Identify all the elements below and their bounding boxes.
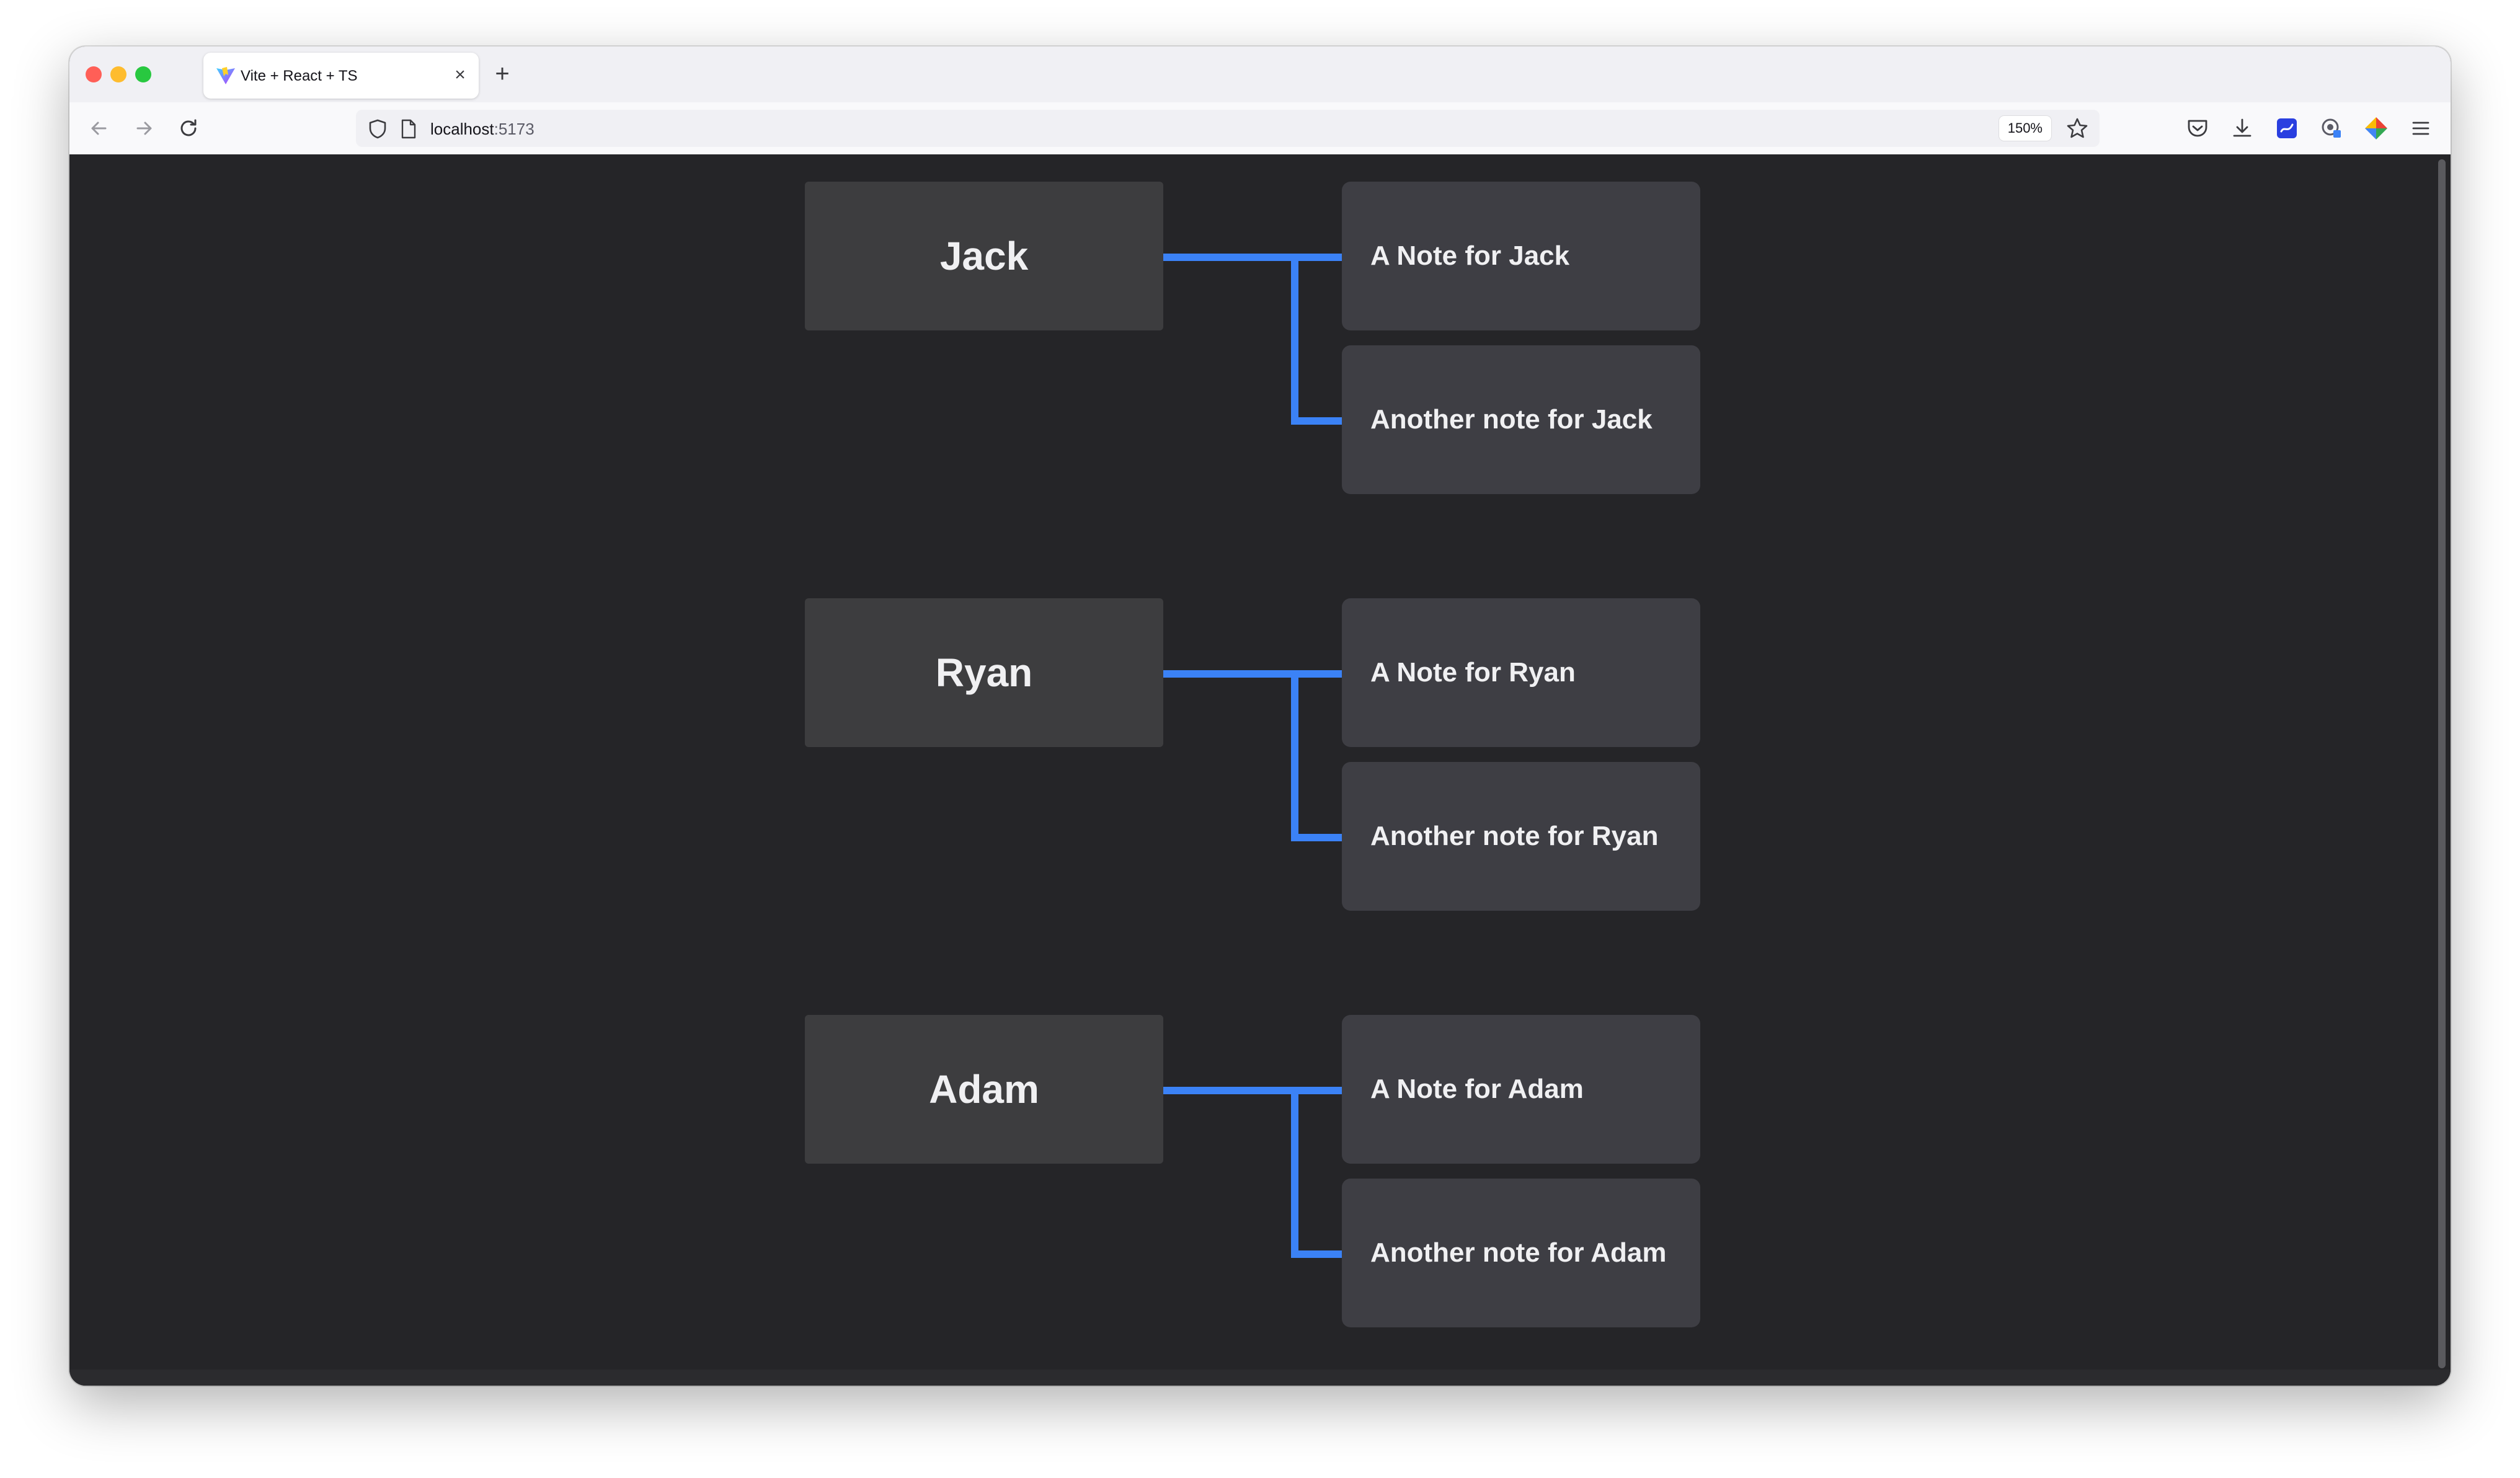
tab-close-button[interactable]: × — [455, 64, 466, 85]
person-group: Ryan A Note for Ryan Another note for Ry… — [805, 598, 1704, 911]
note-card[interactable]: Another note for Adam — [1342, 1179, 1700, 1327]
person-group: Jack A Note for Jack Another note for Ja… — [805, 182, 1704, 494]
tab-strip: Vite + React + TS × + — [69, 46, 2451, 102]
pocket-icon[interactable] — [2184, 115, 2211, 142]
hamburger-menu-icon[interactable] — [2407, 115, 2434, 142]
window-minimize-button[interactable] — [110, 66, 126, 82]
page-content: Jack A Note for Jack Another note for Ja… — [69, 154, 2451, 1386]
connector-line — [1291, 1087, 1298, 1258]
new-tab-button[interactable]: + — [495, 60, 510, 87]
connector-line — [1291, 254, 1298, 425]
account-icon[interactable] — [2318, 115, 2345, 142]
page-icon — [401, 119, 416, 139]
connector-line — [1163, 670, 1342, 678]
arrow-left-icon[interactable] — [87, 116, 112, 141]
window-close-button[interactable] — [86, 66, 102, 82]
url-host: localhost — [430, 120, 494, 138]
tab-active[interactable]: Vite + React + TS × — [203, 53, 479, 99]
connector-line — [1291, 1250, 1342, 1258]
navigation-toolbar: localhost:5173 150% — [69, 102, 2451, 156]
browser-window: Vite + React + TS × + localhost:5173 150… — [69, 46, 2451, 1386]
star-icon[interactable] — [2065, 116, 2090, 141]
person-box[interactable]: Ryan — [805, 598, 1163, 747]
person-box[interactable]: Adam — [805, 1015, 1163, 1164]
download-icon[interactable] — [2229, 115, 2256, 142]
zoom-level-badge[interactable]: 150% — [1999, 116, 2051, 141]
url-port: :5173 — [494, 120, 535, 138]
connector-line — [1291, 417, 1342, 425]
arrow-right-icon[interactable] — [131, 116, 156, 141]
tab-title: Vite + React + TS — [241, 68, 358, 84]
note-card[interactable]: A Note for Ryan — [1342, 598, 1700, 747]
vertical-scrollbar[interactable] — [2438, 159, 2446, 1368]
connector-line — [1163, 1087, 1342, 1094]
note-card[interactable]: A Note for Jack — [1342, 182, 1700, 330]
shield-icon[interactable] — [367, 118, 388, 139]
extension-color-icon[interactable] — [2362, 115, 2390, 142]
connector-line — [1291, 670, 1298, 841]
note-card[interactable]: Another note for Ryan — [1342, 762, 1700, 911]
bottom-strip — [69, 1370, 2451, 1386]
person-box[interactable]: Jack — [805, 182, 1163, 330]
extension-icon[interactable] — [2273, 115, 2300, 142]
window-maximize-button[interactable] — [135, 66, 151, 82]
url-text[interactable]: localhost:5173 — [430, 120, 535, 139]
connector-line — [1163, 254, 1342, 261]
person-group: Adam A Note for Adam Another note for Ad… — [805, 1015, 1704, 1327]
note-card[interactable]: A Note for Adam — [1342, 1015, 1700, 1164]
url-bar[interactable]: localhost:5173 150% — [356, 110, 2100, 147]
note-card[interactable]: Another note for Jack — [1342, 345, 1700, 494]
reload-icon[interactable] — [176, 116, 201, 141]
vite-logo-icon — [216, 67, 235, 84]
connector-line — [1291, 834, 1342, 841]
